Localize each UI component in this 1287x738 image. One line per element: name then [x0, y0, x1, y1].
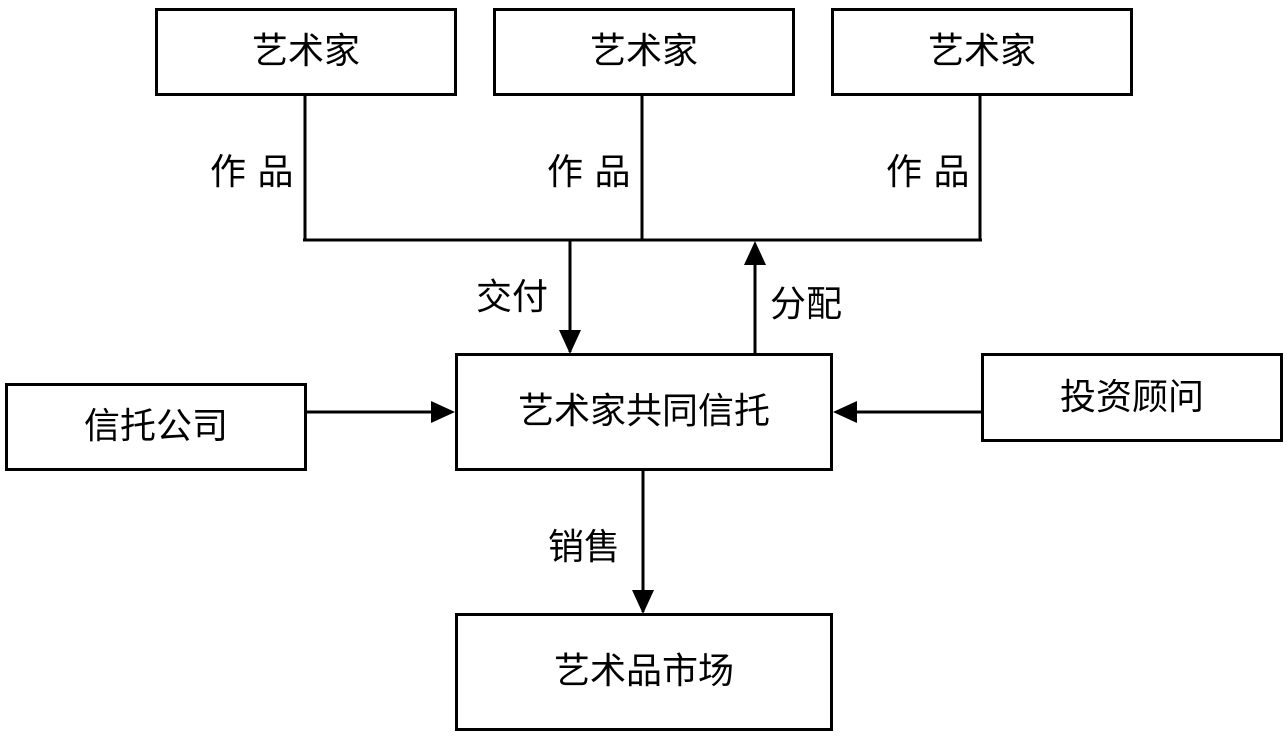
trust-company-label: 信托公司: [83, 406, 228, 447]
deliver-label: 交付: [476, 277, 549, 318]
work-label-3: 作 品: [886, 152, 970, 193]
work-label-1: 作 品: [210, 152, 294, 193]
sell-arrowhead: [632, 590, 654, 614]
artist-box-3-label: 艺术家: [927, 31, 1036, 72]
investment-advisor-box: 投资顾问: [981, 353, 1283, 442]
joint-trust-box: 艺术家共同信托: [455, 353, 833, 471]
distribute-arrowhead: [744, 241, 766, 265]
artist-box-2: 艺术家: [493, 8, 795, 96]
art-market-box: 艺术品市场: [455, 613, 833, 731]
advisor-arrowhead: [833, 401, 857, 423]
investment-advisor-label: 投资顾问: [1059, 376, 1204, 418]
artist-box-1-label: 艺术家: [251, 31, 360, 72]
sell-label: 销售: [548, 527, 621, 568]
distribute-label: 分配: [770, 284, 843, 325]
trust-company-arrowhead: [431, 401, 455, 423]
work-label-2: 作 品: [547, 152, 631, 193]
art-market-label: 艺术品市场: [553, 651, 734, 692]
artist-box-3: 艺术家: [831, 8, 1133, 96]
deliver-arrowhead: [559, 330, 581, 354]
joint-trust-label: 艺术家共同信托: [517, 391, 770, 432]
artist-box-1: 艺术家: [155, 8, 457, 96]
trust-company-box: 信托公司: [5, 383, 307, 471]
artist-box-2-label: 艺术家: [589, 31, 698, 72]
